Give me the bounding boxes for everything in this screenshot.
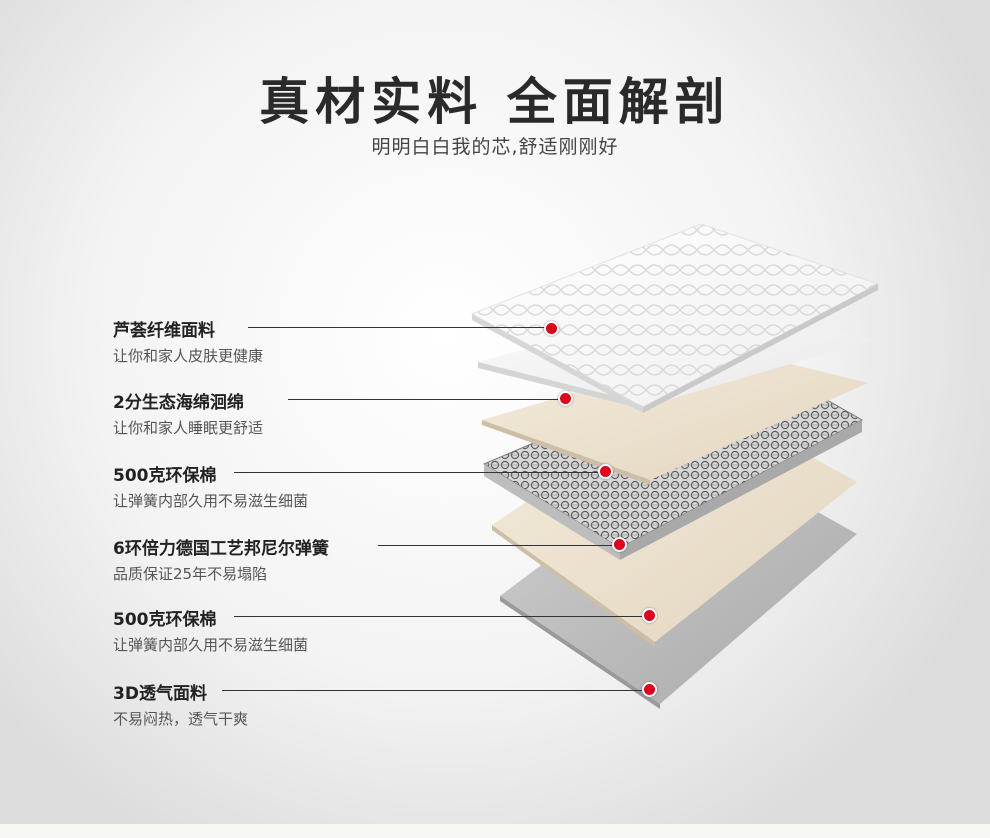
layer-title: 芦荟纤维面料 <box>113 321 215 341</box>
hotspot-dot[interactable] <box>612 537 627 552</box>
hotspot-dot[interactable] <box>642 682 657 697</box>
leader-line <box>234 616 646 617</box>
layer-title: 6环倍力德国工艺邦尼尔弹簧 <box>113 539 329 559</box>
layer-title: 500克环保棉 <box>113 610 217 630</box>
leader-line <box>248 327 548 328</box>
layer-aloe-fabric <box>470 223 880 413</box>
layer-title: 500克环保棉 <box>113 466 217 486</box>
leader-line <box>222 690 646 691</box>
hotspot-dot[interactable] <box>558 391 573 406</box>
bottom-strip <box>0 824 990 838</box>
layer-label-upper-cotton: 500克环保棉 让弹簧内部久用不易滋生细菌 <box>113 461 308 511</box>
page-title: 真材实料 全面解剖 <box>259 73 731 131</box>
leader-line <box>288 399 562 400</box>
leader-line <box>378 545 616 546</box>
layer-title: 3D透气面料 <box>113 684 207 704</box>
layer-desc: 让你和家人皮肤更健康 <box>113 347 264 365</box>
layer-desc: 不易闷热，透气干爽 <box>113 710 249 728</box>
page-subtitle: 明明白白我的芯,舒适刚刚好 <box>371 136 619 158</box>
layer-desc: 让弹簧内部久用不易滋生细菌 <box>113 636 309 654</box>
hotspot-dot[interactable] <box>642 608 657 623</box>
hotspot-dot[interactable] <box>598 464 613 479</box>
layer-label-aloe-fabric: 芦荟纤维面料 让你和家人皮肤更健康 <box>113 316 263 366</box>
layer-label-bonnell-springs: 6环倍力德国工艺邦尼尔弹簧 品质保证25年不易塌陷 <box>113 534 329 584</box>
layer-desc: 让你和家人睡眠更舒适 <box>113 419 264 437</box>
layer-label-3d-fabric: 3D透气面料 不易闷热，透气干爽 <box>113 679 248 729</box>
layer-desc: 让弹簧内部久用不易滋生细菌 <box>113 492 309 510</box>
layer-label-lower-cotton: 500克环保棉 让弹簧内部久用不易滋生细菌 <box>113 605 308 655</box>
layer-desc: 品质保证25年不易塌陷 <box>113 565 268 583</box>
leader-line <box>234 472 602 473</box>
layer-label-eco-sponge: 2分生态海绵洄绵 让你和家人睡眠更舒适 <box>113 388 263 438</box>
layer-title: 2分生态海绵洄绵 <box>113 393 244 413</box>
hotspot-dot[interactable] <box>544 321 559 336</box>
